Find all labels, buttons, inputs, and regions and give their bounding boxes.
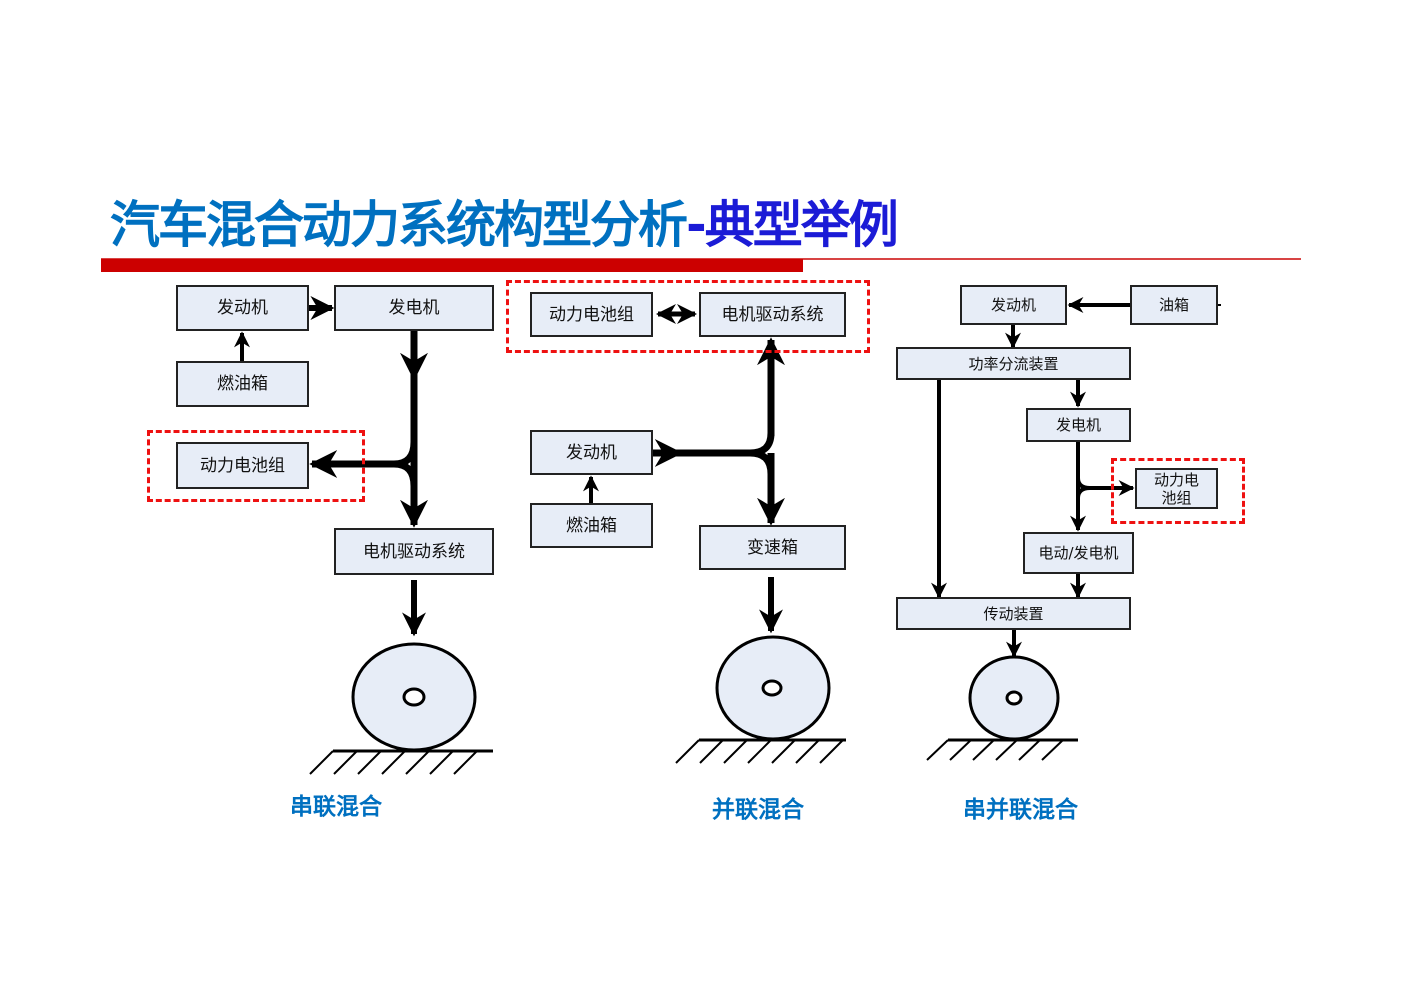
label: 电机驱动系统 — [721, 304, 824, 325]
sp-transmission-box: 传动装置 — [896, 597, 1131, 630]
series-diagram-arrows — [234, 296, 428, 637]
label: 传动装置 — [983, 604, 1044, 623]
parallel-engine-box: 发动机 — [530, 430, 653, 475]
parallel-motor-drive-box: 电机驱动系统 — [699, 292, 846, 337]
wheel-hub-icon — [1005, 690, 1023, 706]
series-generator-box: 发电机 — [334, 285, 494, 331]
battery-highlight-frame — [1111, 458, 1245, 524]
sp-motor-generator-box: 电动/发电机 — [1023, 532, 1134, 574]
sp-fueltank-box: 油箱 — [1130, 285, 1218, 325]
title-underline-thick — [101, 259, 803, 272]
sp-battery-box: 动力电池组 — [1135, 468, 1218, 509]
parallel-hybrid-caption: 并联混合 — [712, 797, 804, 823]
ground-hatch-icon — [926, 739, 1064, 761]
title-main: 汽车混合动力系统构型分析 — [110, 196, 688, 254]
series-motor-drive-box: 电机驱动系统 — [334, 528, 494, 575]
series-wheel — [309, 642, 493, 775]
wheel-hub-icon — [402, 687, 426, 707]
label: 发电机 — [1055, 416, 1101, 434]
label: 电机驱动系统 — [363, 541, 465, 562]
wheel-hub-icon — [761, 679, 783, 697]
parallel-fueltank-box: 燃油箱 — [530, 503, 653, 548]
parallel-gearbox-box: 变速箱 — [699, 525, 846, 570]
title-sub: -典型举例 — [686, 196, 899, 254]
parallel-diagram-arrows — [583, 304, 785, 634]
series-battery-box: 动力电池组 — [176, 442, 309, 489]
label: 油箱 — [1158, 296, 1189, 314]
parallel-battery-box: 动力电池组 — [530, 292, 653, 337]
branch-curve — [749, 449, 775, 475]
series-parallel-hybrid-caption: 串并联混合 — [963, 797, 1078, 823]
page-title: 汽车混合动力系统构型分析-典型举例 — [110, 192, 899, 258]
sp-power-split-box: 功率分流装置 — [896, 347, 1131, 380]
ground-hatch-icon — [675, 739, 844, 764]
label: 燃油箱 — [217, 374, 268, 394]
parallel-wheel — [675, 635, 846, 764]
label: 发动机 — [990, 296, 1036, 314]
label: 动力电池组 — [549, 304, 634, 325]
sp-generator-box: 发电机 — [1026, 408, 1131, 442]
label: 变速箱 — [747, 537, 798, 558]
arrow-engine-join — [676, 432, 775, 457]
label: 发动机 — [566, 442, 617, 463]
series-parallel-wheel — [926, 655, 1078, 761]
label: 电动/发电机 — [1038, 544, 1119, 562]
label: 发电机 — [388, 298, 440, 318]
series-fueltank-box: 燃油箱 — [176, 361, 309, 407]
series-parallel-diagram-arrows — [931, 297, 1221, 658]
electric-path-highlight-frame — [506, 280, 870, 353]
branch-curve — [393, 460, 418, 487]
battery-highlight-frame — [147, 430, 365, 502]
label: 动力电池组 — [1153, 470, 1199, 507]
label: 功率分流装置 — [968, 354, 1059, 373]
series-engine-box: 发动机 — [176, 285, 309, 331]
sp-engine-box: 发动机 — [960, 285, 1067, 325]
branch-curve — [1076, 486, 1091, 499]
label: 燃油箱 — [566, 515, 617, 536]
label: 发动机 — [217, 298, 268, 318]
series-hybrid-caption: 串联混合 — [290, 794, 382, 820]
ground-hatch-icon — [309, 750, 478, 775]
label: 动力电池组 — [200, 455, 285, 476]
